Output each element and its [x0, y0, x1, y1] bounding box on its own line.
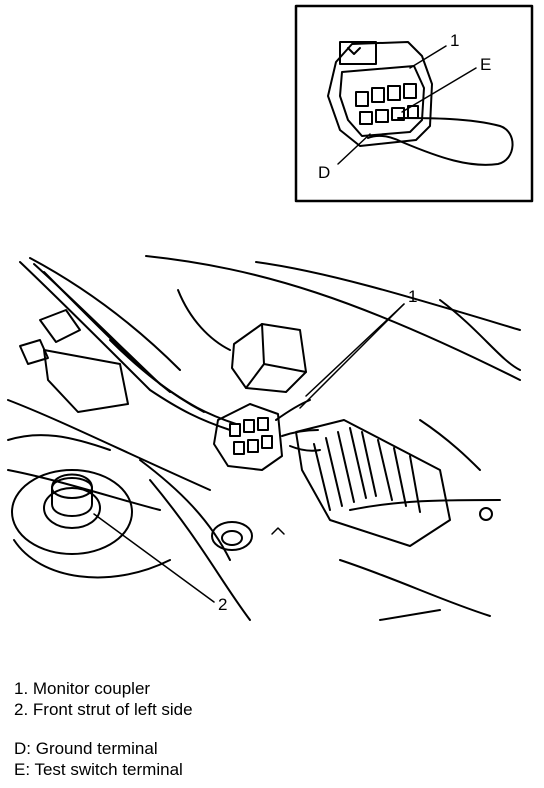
- monitor-coupler: [213, 403, 283, 471]
- front-strut: [11, 469, 171, 579]
- wiring-harness: [19, 261, 321, 452]
- relay-box: [231, 323, 307, 393]
- leader-2: [93, 513, 215, 603]
- main-label-1: 1: [408, 287, 417, 306]
- leader-1-a: [299, 303, 405, 409]
- legend-terminal-e: E: Test switch terminal: [14, 760, 183, 779]
- inset-label-d: D: [318, 163, 330, 182]
- inset-leader-e: [401, 67, 477, 113]
- inset-detail: [294, 4, 534, 203]
- inset-leader-d: [337, 133, 371, 165]
- inset-jumper-wire: [367, 117, 514, 166]
- inset-monitor-coupler: [327, 41, 433, 147]
- legend-items: 1. Monitor coupler 2. Front strut of lef…: [14, 678, 193, 720]
- legend-item-front-strut: 2. Front strut of left side: [14, 700, 193, 719]
- legend-item-monitor-coupler: 1. Monitor coupler: [14, 679, 151, 698]
- finned-module: [295, 419, 451, 547]
- main-label-2: 2: [218, 595, 227, 614]
- inset-label-e: E: [480, 55, 491, 74]
- leader-1-b: [305, 303, 405, 397]
- inset-leader-1: [409, 45, 447, 69]
- main-illustration: [7, 255, 521, 621]
- legend-terminals: D: Ground terminal E: Test switch termin…: [14, 738, 183, 780]
- legend-terminal-d: D: Ground terminal: [14, 739, 158, 758]
- inset-label-1: 1: [450, 31, 459, 50]
